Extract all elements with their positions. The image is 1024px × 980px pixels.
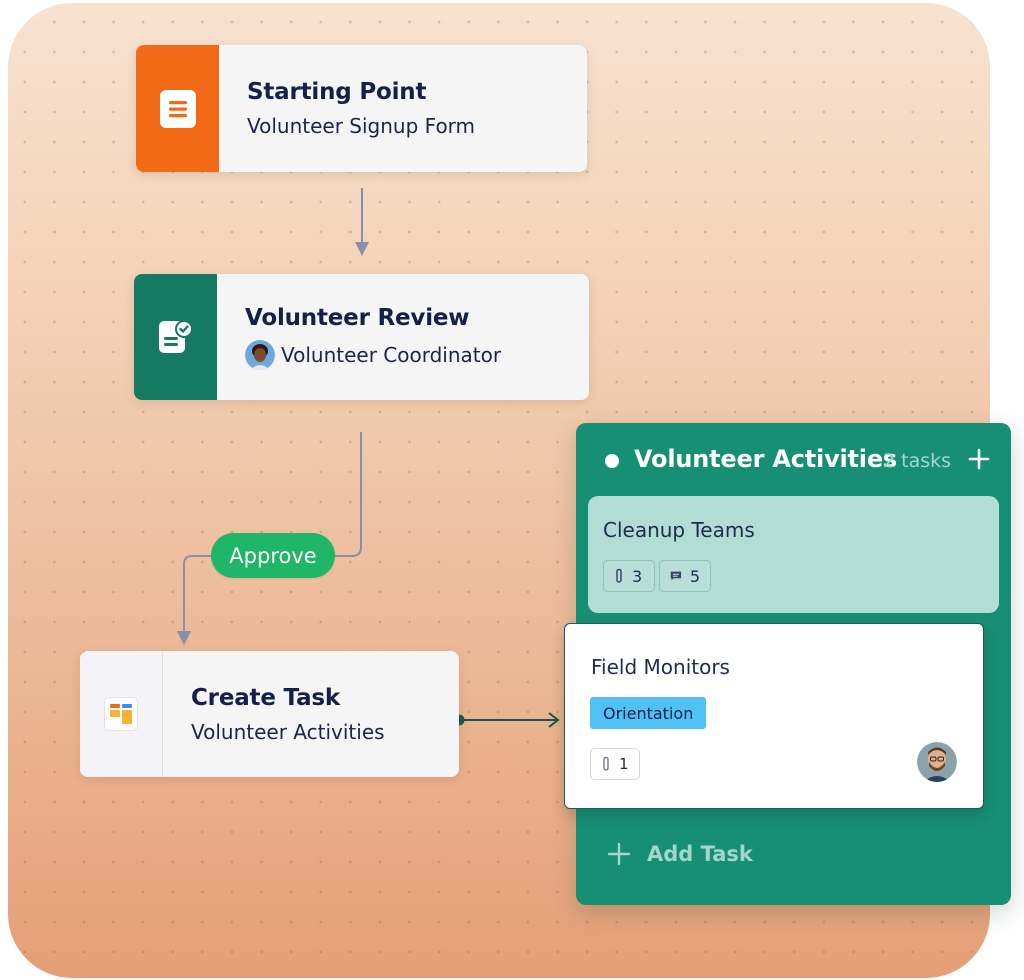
add-column-task-icon[interactable] xyxy=(968,448,990,470)
plus-icon xyxy=(607,842,631,866)
assignee-avatar[interactable] xyxy=(917,742,957,782)
add-task-button[interactable]: Add Task xyxy=(607,842,753,866)
column-status-dot xyxy=(605,454,619,468)
task-tag[interactable]: Orientation xyxy=(590,697,707,729)
attachment-chip[interactable]: 3 xyxy=(603,560,655,592)
connector-review-arrowhead xyxy=(177,631,191,645)
paperclip-icon xyxy=(616,568,622,583)
connector-panel-arrowhead xyxy=(548,712,560,728)
comment-icon xyxy=(670,571,682,581)
form-icon xyxy=(159,89,196,128)
paperclip-icon xyxy=(603,756,609,771)
comment-count: 5 xyxy=(689,566,700,586)
review-check-icon xyxy=(158,320,193,353)
task-card-title: Field Monitors xyxy=(591,655,730,679)
node-start-title: Starting Point xyxy=(247,79,427,105)
board-icon xyxy=(104,697,138,731)
node-task-title: Create Task xyxy=(191,684,340,711)
node-start-subtitle: Volunteer Signup Form xyxy=(247,114,476,138)
task-card-field-monitors[interactable]: Field Monitors Orientation 1 xyxy=(564,623,984,809)
node-review-icon-strip xyxy=(134,274,217,400)
add-task-label: Add Task xyxy=(647,842,753,866)
node-review-assignee-name: Volunteer Coordinator xyxy=(281,342,502,367)
column-task-count: 2 tasks xyxy=(883,450,952,472)
comment-chip[interactable]: 5 xyxy=(659,560,711,592)
node-create-task[interactable]: Create Task Volunteer Activities xyxy=(80,651,459,777)
node-task-subtitle: Volunteer Activities xyxy=(191,719,385,744)
connector-start-arrowhead xyxy=(355,242,369,256)
node-start-icon-strip xyxy=(136,45,219,172)
approve-branch-label[interactable]: Approve xyxy=(211,533,335,578)
node-review-assignee: Volunteer Coordinator xyxy=(245,339,502,370)
column-title: Volunteer Activities xyxy=(634,445,898,473)
attachment-count: 3 xyxy=(632,566,643,586)
node-task-icon-strip xyxy=(80,651,163,777)
coordinator-avatar xyxy=(245,339,275,370)
board-column-header: Volunteer Activities 2 tasks xyxy=(576,423,1011,497)
attachment-chip[interactable]: 1 xyxy=(590,748,640,780)
connector-review-to-task xyxy=(183,432,362,632)
node-review-title: Volunteer Review xyxy=(245,304,470,331)
node-starting-point[interactable]: Starting Point Volunteer Signup Form xyxy=(136,45,587,172)
attachment-count: 1 xyxy=(619,755,629,773)
task-card-title: Cleanup Teams xyxy=(603,518,755,542)
task-card-cleanup-teams[interactable]: Cleanup Teams 3 5 xyxy=(588,496,999,613)
node-volunteer-review[interactable]: Volunteer Review Volunteer Coordinator xyxy=(134,274,589,400)
